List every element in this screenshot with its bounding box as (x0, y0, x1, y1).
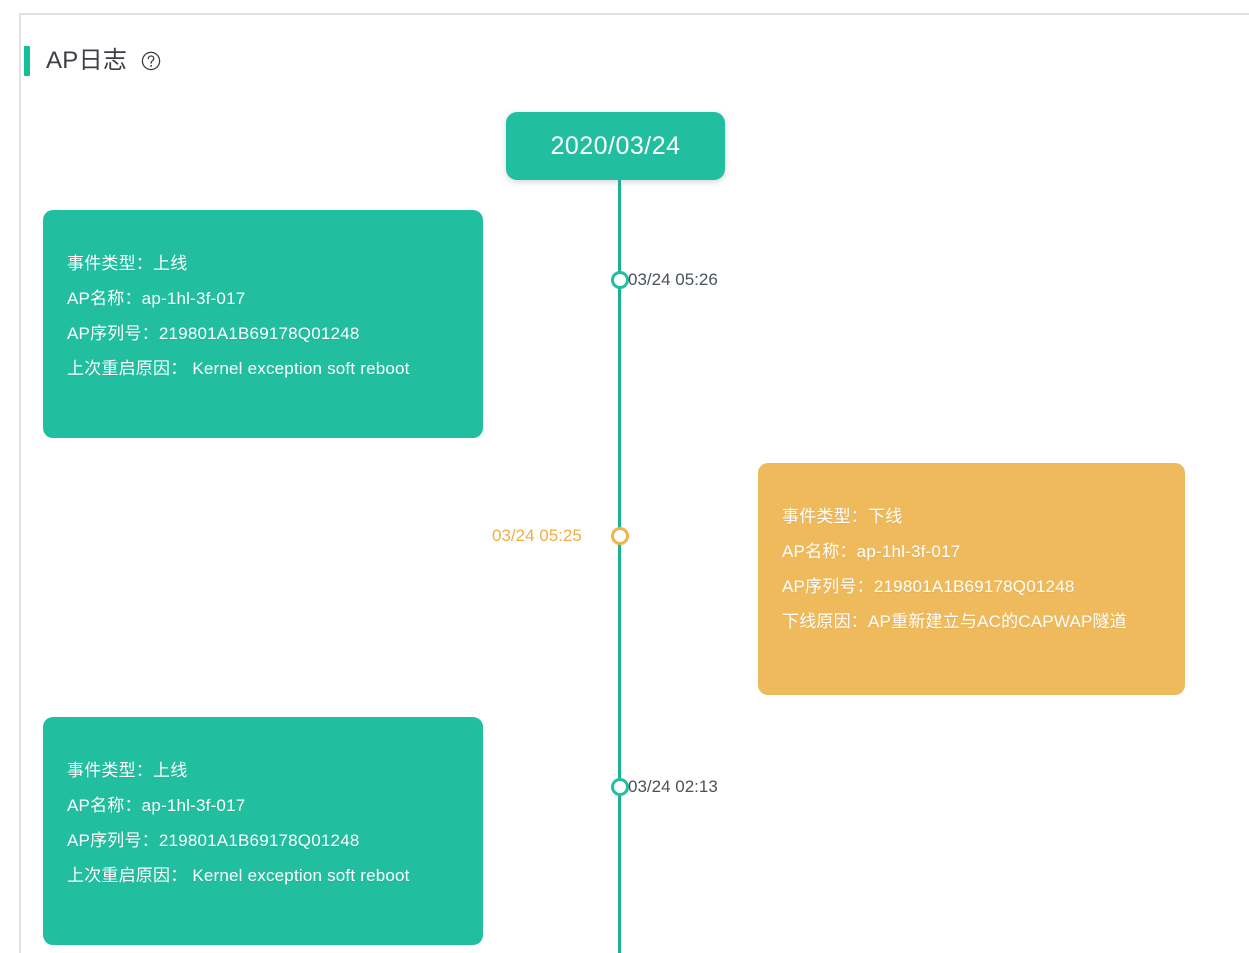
event-card-online-2[interactable]: 事件类型：上线 AP名称：ap-1hl-3f-017 AP序列号：219801A… (43, 717, 483, 945)
question-circle-icon[interactable] (141, 51, 161, 71)
event-field-reason: 下线原因：AP重新建立与AC的CAPWAP隧道 (782, 612, 1127, 631)
event-card-offline-1[interactable]: 事件类型：下线 AP名称：ap-1hl-3f-017 AP序列号：219801A… (758, 463, 1185, 695)
event-field-ap-name: AP名称：ap-1hl-3f-017 (67, 289, 246, 308)
page-title: AP日志 (46, 47, 128, 74)
event-card-online-1[interactable]: 事件类型：上线 AP名称：ap-1hl-3f-017 AP序列号：219801A… (43, 210, 483, 438)
event-field-ap-name: AP名称：ap-1hl-3f-017 (782, 542, 961, 561)
title-accent-bar (24, 46, 30, 76)
timeline-timestamp-1: 03/24 05:26 (628, 270, 718, 289)
timeline-timestamp-2: 03/24 05:25 (492, 526, 582, 545)
panel-header: AP日志 (24, 44, 161, 78)
event-field-serial: AP序列号：219801A1B69178Q01248 (67, 324, 360, 343)
timeline-timestamp-3: 03/24 02:13 (628, 777, 718, 796)
event-field-serial: AP序列号：219801A1B69178Q01248 (67, 831, 360, 850)
timeline-marker-2[interactable] (611, 527, 629, 545)
panel-top-border (20, 13, 1249, 15)
timeline-date-badge[interactable]: 2020/03/24 (506, 112, 725, 180)
event-field-reason: 上次重启原因： Kernel exception soft reboot (67, 866, 410, 885)
timeline-date-badge-label: 2020/03/24 (550, 131, 681, 160)
event-field-type: 事件类型：上线 (67, 761, 188, 780)
event-field-type: 事件类型：下线 (782, 507, 903, 526)
event-field-serial: AP序列号：219801A1B69178Q01248 (782, 577, 1075, 596)
event-field-reason: 上次重启原因： Kernel exception soft reboot (67, 359, 410, 378)
timeline-marker-1[interactable] (611, 271, 629, 289)
event-field-type: 事件类型：上线 (67, 254, 188, 273)
timeline-marker-3[interactable] (611, 778, 629, 796)
timeline-axis (618, 180, 621, 953)
event-field-ap-name: AP名称：ap-1hl-3f-017 (67, 796, 246, 815)
panel-left-border (19, 13, 21, 953)
